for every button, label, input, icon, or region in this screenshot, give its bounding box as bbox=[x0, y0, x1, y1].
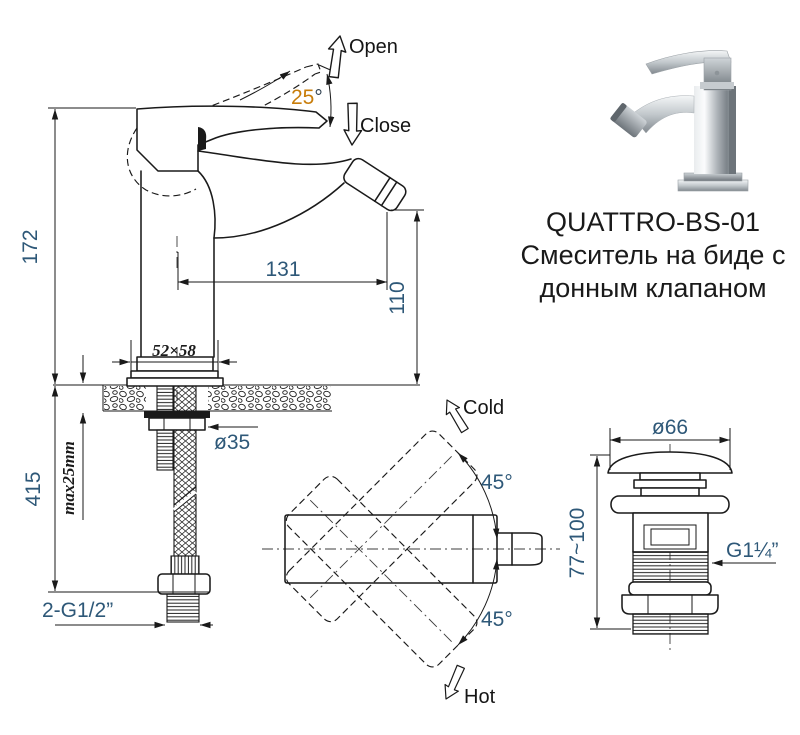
faucet-base-lip bbox=[126, 377, 224, 387]
threaded-stud bbox=[156, 429, 174, 471]
valve-overflow-window bbox=[643, 524, 697, 550]
dim-cap-diameter: ø66 bbox=[652, 416, 688, 439]
drain-valve-drawing: ø66 77~100 G1¼” bbox=[566, 416, 779, 652]
product-handle bbox=[645, 50, 732, 75]
mounting-hardware bbox=[144, 385, 211, 623]
product-caption: QUATTRO-BS-01 Смеситель на биде с донным… bbox=[498, 206, 800, 305]
rotation-arc-upper bbox=[457, 452, 500, 540]
hose-thread-end bbox=[166, 593, 200, 623]
handle-rotated-dashed bbox=[285, 430, 478, 668]
dim-rotation-lower: 45° bbox=[481, 608, 513, 631]
close-label: Close bbox=[360, 115, 411, 137]
dim-total-height: 172 bbox=[19, 229, 42, 264]
cold-label: Cold bbox=[463, 397, 504, 419]
rotation-arc-lower bbox=[457, 558, 500, 646]
valve-lock-nut bbox=[621, 594, 719, 615]
washer bbox=[144, 411, 210, 418]
valve-neck bbox=[633, 472, 707, 497]
product-description-line1: Смеситель на биде с bbox=[520, 240, 786, 270]
handle-angle-label: 25° bbox=[291, 86, 323, 109]
valve-lower-thread bbox=[632, 613, 709, 635]
dim-base-size: 52×58 bbox=[152, 341, 196, 360]
front-view-drawing: 25° Open Close bbox=[19, 33, 424, 629]
valve-flange bbox=[610, 495, 730, 514]
product-photo bbox=[596, 26, 768, 196]
aerator bbox=[343, 157, 407, 212]
open-label: Open bbox=[349, 36, 398, 58]
valve-thread-section bbox=[632, 551, 709, 583]
valve-dimensions: ø66 77~100 G1¼” bbox=[566, 416, 779, 630]
product-description-line2: донным клапаном bbox=[539, 273, 767, 303]
mounting-nut bbox=[148, 417, 206, 431]
dim-thread-size: G1¼” bbox=[726, 539, 779, 562]
handle-angle-arc bbox=[326, 73, 335, 128]
dim-hose-thread: 2-G1/2” bbox=[42, 599, 113, 622]
dim-hose-length: 415 bbox=[22, 471, 45, 506]
product-model: QUATTRO-BS-01 bbox=[545, 207, 761, 237]
open-arrow-icon bbox=[322, 33, 350, 80]
faucet-base-mid bbox=[130, 370, 219, 379]
valve-collar bbox=[628, 581, 712, 596]
hot-label: Hot bbox=[464, 686, 496, 708]
dim-height-range: 77~100 bbox=[566, 508, 589, 579]
countertop-section bbox=[53, 384, 420, 412]
dim-rotation-upper: 45° bbox=[481, 471, 513, 494]
product-aerator bbox=[610, 103, 647, 138]
dim-spout-reach: 131 bbox=[265, 258, 300, 281]
hose-hex-nut bbox=[157, 573, 211, 595]
handle-lever bbox=[136, 105, 328, 172]
top-view-rotation-drawing: 45° 45° Cold Hot bbox=[262, 395, 560, 708]
dim-spout-height: 110 bbox=[386, 281, 409, 314]
product-base-plinth bbox=[677, 179, 749, 192]
dim-hole-diameter: ø35 bbox=[214, 431, 250, 454]
valve-cap bbox=[607, 451, 733, 474]
front-view-dimensions: 172 415 max25mm 131 110 52×58 ø35 2-G1/2… bbox=[19, 107, 424, 629]
dim-max-deck-thickness: max25mm bbox=[59, 441, 78, 515]
faucet-body bbox=[140, 150, 407, 358]
handle-detail bbox=[198, 127, 207, 151]
hose-ferrule bbox=[170, 555, 200, 575]
